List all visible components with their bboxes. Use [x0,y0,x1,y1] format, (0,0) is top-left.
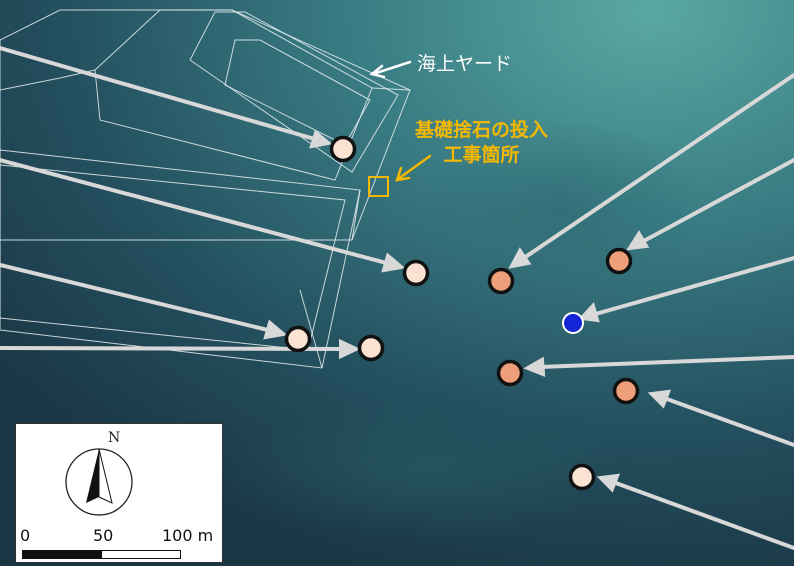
label-arrows [369,60,432,182]
marker-1[interactable] [329,135,357,163]
marker-5[interactable] [487,267,515,295]
yard-label-arrow [369,60,412,79]
work-site-label: 基礎捨石の投入 工事箇所 [415,118,548,168]
scale-label-0: 0 [20,526,31,545]
scale-bar [22,550,181,559]
leader-arrows [0,46,794,550]
marker-6[interactable] [605,247,633,275]
work-site-label-line2: 工事箇所 [443,144,520,166]
marker-10[interactable] [568,463,596,491]
shoal-patch [220,400,620,540]
marker-7[interactable] [562,312,584,334]
arrow-marker-8 [523,355,794,378]
survey-markers [284,135,640,491]
arrow-marker-10 [596,473,794,550]
arrow-marker-9 [647,389,794,447]
work-site-label-line1: 基礎捨石の投入 [415,119,549,141]
marker-8[interactable] [496,359,524,387]
work-label-arrow [395,154,432,182]
north-label: N [108,430,121,446]
legend-box: N 0 50 100 m [15,423,223,563]
offshore-yard-label: 海上ヤード [417,53,513,75]
arrow-marker-2 [0,158,406,273]
arrow-marker-1 [0,46,333,149]
shoal-patch [410,120,710,300]
marker-4[interactable] [357,334,385,362]
arrow-marker-7 [577,256,794,323]
arrow-marker-5 [508,73,794,269]
marker-3[interactable] [284,325,312,353]
scale-label-50: 50 [93,526,114,545]
arrow-marker-4 [0,338,361,360]
marker-2[interactable] [402,259,430,287]
arrow-marker-6 [626,158,794,251]
marker-9[interactable] [612,377,640,405]
work-site-box[interactable] [368,176,389,197]
scale-label-100: 100 m [162,526,214,545]
arrow-marker-3 [0,263,288,340]
north-arrow-icon [65,448,133,516]
